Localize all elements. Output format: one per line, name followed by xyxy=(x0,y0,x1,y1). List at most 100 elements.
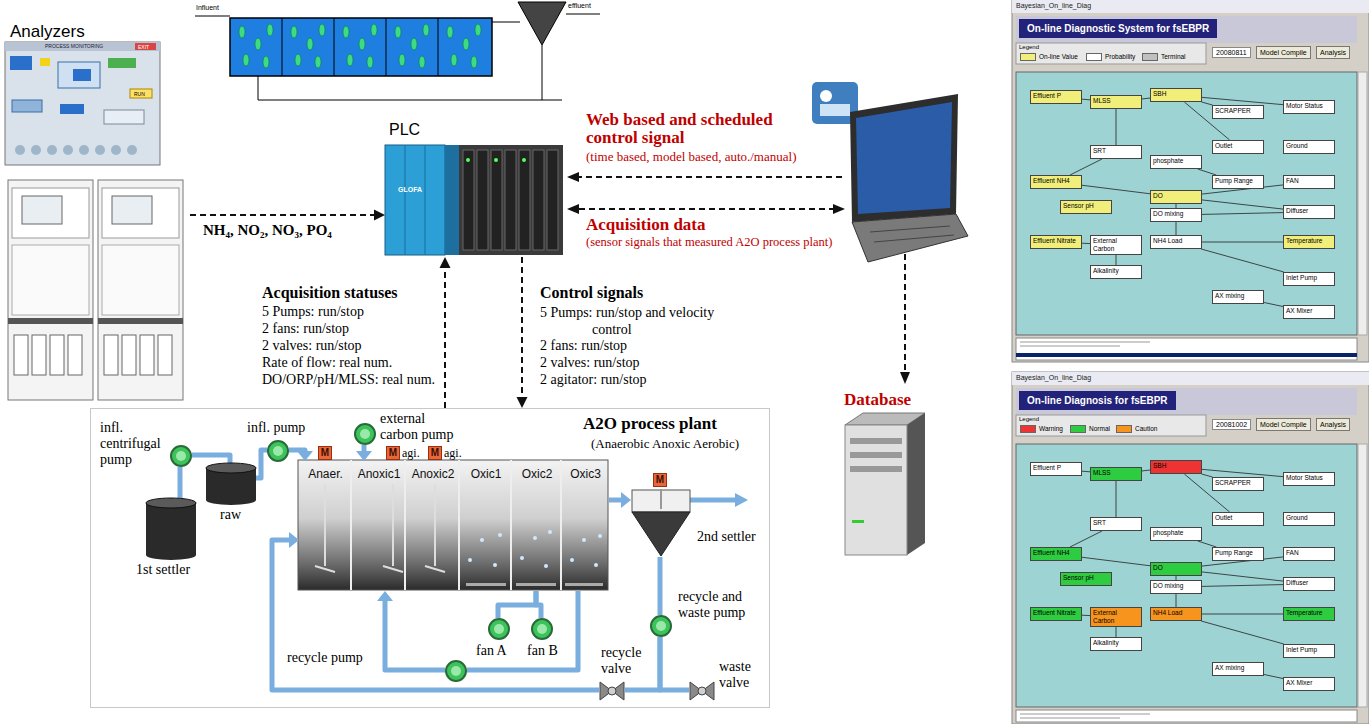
node-label: (Anaerobic Anoxic Aerobic) xyxy=(591,436,739,452)
laptop xyxy=(567,204,579,214)
reactor xyxy=(510,460,512,590)
arrow-head xyxy=(289,532,299,548)
process-sketch xyxy=(447,26,453,38)
network-node: Diffuser xyxy=(1283,205,1335,219)
node-label: Sensor pH xyxy=(1063,574,1109,582)
network-link xyxy=(1070,159,1102,175)
network-node: Pump Range xyxy=(1212,175,1264,189)
reactor xyxy=(468,558,472,562)
process-sketch xyxy=(315,56,321,68)
reactor xyxy=(570,558,574,562)
network-node: Ground xyxy=(1283,140,1335,154)
network-node: Outlet xyxy=(1212,512,1264,526)
reactor xyxy=(560,460,562,590)
analyzer-screen xyxy=(15,145,25,155)
process-sketch xyxy=(291,26,297,38)
plc-device xyxy=(385,145,445,255)
network-node: Temperature xyxy=(1283,235,1335,249)
reactor xyxy=(458,460,460,590)
connector-line xyxy=(1142,98,1150,100)
node-label: MLSS xyxy=(1093,97,1139,105)
node-label: SCRAPPER xyxy=(1215,479,1261,487)
text-label: 2 fans: run/stop xyxy=(540,338,627,354)
node-label: Effluent P xyxy=(1033,92,1079,100)
process-sketch xyxy=(395,26,401,38)
network-node: SBH xyxy=(1150,460,1202,474)
pipe-line xyxy=(272,532,599,690)
legend-item: Warning xyxy=(1020,425,1063,433)
legend-item: On-line Value xyxy=(1020,53,1078,61)
node-label: MLSS xyxy=(1093,469,1139,477)
network-node: SBH xyxy=(1150,88,1202,102)
connector-line xyxy=(1082,557,1150,566)
node-label: 2nd settler xyxy=(697,529,757,545)
arrow-head xyxy=(297,451,313,461)
legend-item: Normal xyxy=(1070,425,1110,433)
shape xyxy=(537,624,547,634)
node-label: A2O process plant xyxy=(583,414,717,434)
network-node: AX mixing xyxy=(1212,662,1264,676)
reactor xyxy=(466,583,506,586)
reactor xyxy=(468,530,602,568)
diagnosis-window xyxy=(1012,372,1369,385)
network-node: NH4 Load xyxy=(1150,235,1202,249)
valve-outline xyxy=(599,681,625,701)
diagnosis-window xyxy=(1016,43,1206,64)
pipe-line xyxy=(536,591,541,618)
plc-device xyxy=(491,150,502,250)
laptop xyxy=(567,82,968,384)
node-label: Inlet Pump xyxy=(1286,274,1332,282)
analyzer-cabinets xyxy=(98,318,183,324)
shape xyxy=(206,495,256,505)
process-sketch xyxy=(518,2,566,45)
network-node: DO xyxy=(1150,562,1202,576)
diagnosis-window xyxy=(1012,372,1369,724)
plc-device xyxy=(533,150,544,250)
node-label: DO xyxy=(1153,564,1199,572)
motor-symbol: M xyxy=(428,446,442,460)
legend-text: Terminal xyxy=(1161,53,1186,61)
network-node: MLSS xyxy=(1090,467,1142,481)
network-node: External Carbon xyxy=(1090,235,1142,255)
diagnosis-window xyxy=(1020,342,1150,343)
text-label: Analysis xyxy=(1316,418,1350,431)
text-label: agi. xyxy=(444,446,462,461)
analyzer-cabinets xyxy=(104,335,118,375)
connector-line xyxy=(609,498,623,503)
analyzer-cabinets xyxy=(8,318,93,324)
analyzer-screen xyxy=(108,58,136,68)
legend-swatch xyxy=(1070,425,1086,433)
shape xyxy=(532,619,552,639)
fan-symbol: fan B xyxy=(531,618,553,640)
node-label: Temperature xyxy=(1286,609,1332,617)
connector-line xyxy=(1264,302,1283,306)
network-link xyxy=(1202,213,1283,215)
connector-line xyxy=(1082,615,1090,616)
process-sketch xyxy=(463,38,469,50)
text-label: Model Compile xyxy=(1256,418,1311,431)
shape xyxy=(451,666,461,676)
cone-outline xyxy=(631,489,691,557)
network-link xyxy=(1202,572,1283,581)
shape xyxy=(268,441,288,461)
analyzer-screen xyxy=(130,89,152,98)
node-label: External Carbon xyxy=(1093,237,1139,253)
node-label: Motor Status xyxy=(1286,474,1332,482)
legend-text: Normal xyxy=(1089,425,1110,433)
analyzer-cabinets xyxy=(12,188,89,238)
process-sketch xyxy=(411,38,417,50)
node-label: recycle valve xyxy=(601,645,651,677)
process-sketch xyxy=(267,24,273,36)
process-sketch xyxy=(263,56,269,68)
arrow-head xyxy=(517,397,528,408)
connector-line xyxy=(1202,242,1283,243)
legend-text: Caution xyxy=(1135,425,1157,433)
network-node: SCRAPPER xyxy=(1212,477,1264,491)
text-label: Web based and scheduled control signal xyxy=(586,111,816,147)
node-label: Anaer. xyxy=(299,467,352,481)
reactor-zone: Anoxic1 xyxy=(352,461,406,591)
laptop xyxy=(900,372,910,384)
node-label: On-line Diagnostic System for fsEBPR xyxy=(1027,23,1209,34)
legend-swatch xyxy=(1086,53,1102,61)
network-link xyxy=(1264,674,1283,678)
